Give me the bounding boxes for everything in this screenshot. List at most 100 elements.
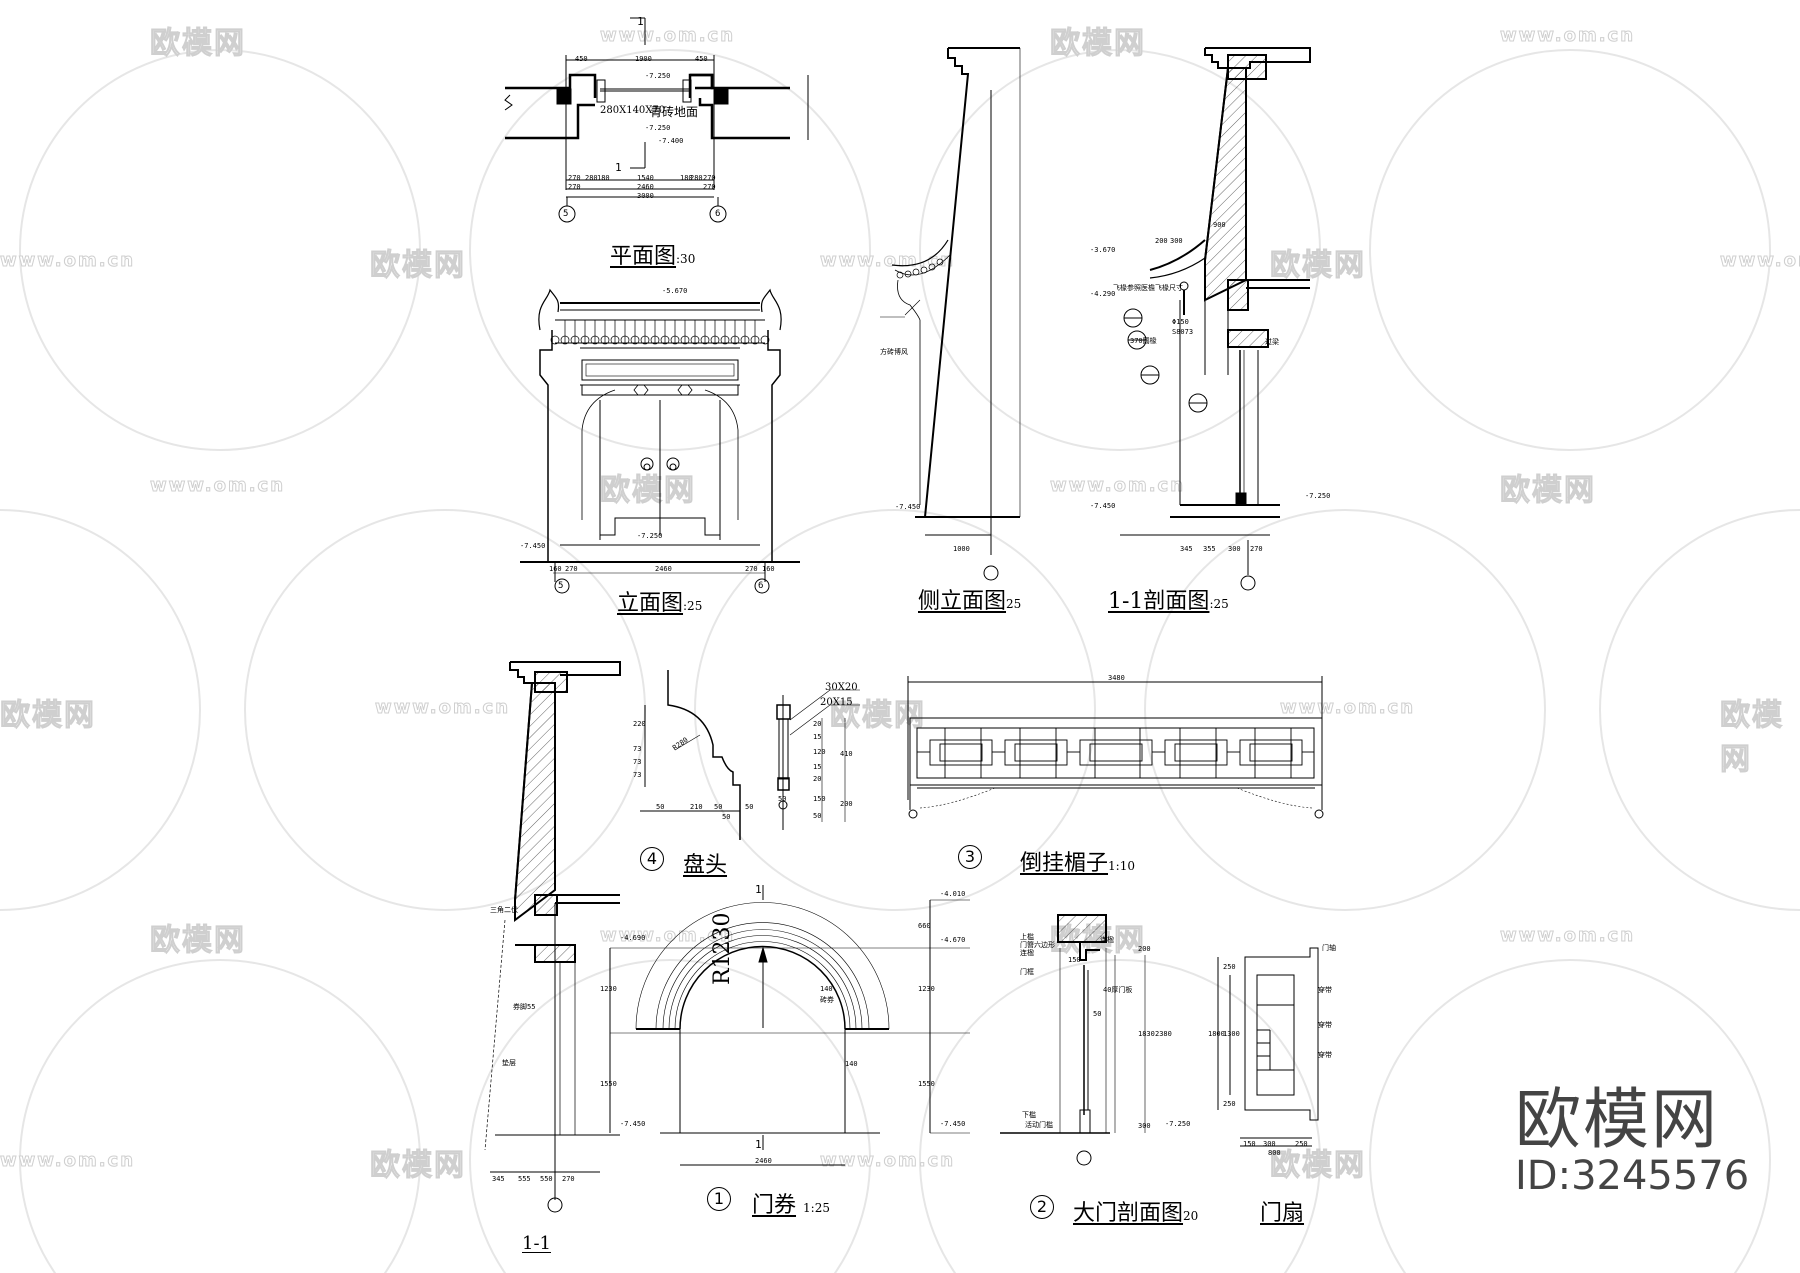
plan-dim: 450 xyxy=(575,55,588,63)
section-1-1-lower-title: 1-1 xyxy=(522,1233,551,1254)
section-dim: 300 xyxy=(1228,545,1241,553)
menquan-section-mark: 1 xyxy=(755,1138,762,1151)
plan-section-mark: 1 xyxy=(615,161,622,174)
asset-id: ID:3245576 xyxy=(1515,1153,1750,1199)
section-door-level: -7.250 xyxy=(1305,492,1331,500)
pantou-dim: 73 xyxy=(633,758,642,766)
watermark-brand: 欧模网 xyxy=(1500,473,1596,509)
watermark-url: www.om.cn xyxy=(1719,250,1800,272)
plan-drawing xyxy=(504,17,809,223)
watermark-brand: 欧模网 xyxy=(1270,248,1366,284)
pantou-dim: 50 xyxy=(656,803,665,811)
watermark-url: www.om.cn xyxy=(1049,475,1186,497)
watermark-url: www.om.cn xyxy=(374,697,511,719)
plan-dim: 3000 xyxy=(637,192,654,200)
menquan-section-mark: 1 xyxy=(755,883,762,896)
pantou-dim: 73 xyxy=(633,771,642,779)
pantou-detail-dim: 15 xyxy=(813,733,822,741)
gate-level: -7.250 xyxy=(1165,1120,1191,1128)
watermark-url: www.om.cn xyxy=(599,25,736,47)
watermark-url: www.om.cn xyxy=(819,1150,956,1172)
side-elevation-title: 侧立面图25 xyxy=(918,589,1022,614)
watermark-url: www.om.cn xyxy=(819,250,956,272)
gate-note: 活动门槛 xyxy=(1025,1121,1053,1129)
pantou-dim: 73 xyxy=(633,745,642,753)
elevation-drawing xyxy=(520,288,800,594)
section-dim: 355 xyxy=(1203,545,1216,553)
axis-6: 6 xyxy=(715,209,721,219)
gate-dim: 660 xyxy=(918,922,931,930)
watermark-brand: 欧模网 xyxy=(1050,26,1146,62)
door-leaf-dim: 1300 xyxy=(1223,1030,1240,1038)
axis-5: 5 xyxy=(558,581,564,591)
pantou-detail-dim: 50 xyxy=(778,795,787,803)
menquan-top-level: -4.690 xyxy=(620,934,646,942)
side-elevation-drawing xyxy=(880,47,1021,581)
pantou-number-badge: 4 xyxy=(640,847,664,871)
section-top-level: -3.670 xyxy=(1090,246,1116,254)
lower-section-dim: 345 xyxy=(492,1175,505,1183)
gate-section-title: 大门剖面图20 xyxy=(1073,1201,1199,1226)
menquan-ground-level: -7.450 xyxy=(620,1120,646,1128)
meizi-title: 倒挂楣子1:10 xyxy=(1020,851,1135,876)
watermark-brand: 欧模网 xyxy=(1270,1148,1366,1184)
watermark-url: www.om.cn xyxy=(0,250,136,272)
section-1-1-lower-drawing xyxy=(484,661,621,1213)
gate-dim: 150 xyxy=(1068,956,1081,964)
brand-stamp: 欧模网 ID:3245576 xyxy=(1515,1081,1750,1199)
watermark-url: www.om.cn xyxy=(1499,25,1636,47)
watermark-brand: 欧模网 xyxy=(370,248,466,284)
menquan-ring-note: 砖券 xyxy=(820,996,834,1004)
section-dim: 200 xyxy=(1155,237,1168,245)
menquan-dim: 1550 xyxy=(600,1080,617,1088)
door-leaf-dim: 250 xyxy=(1223,963,1236,971)
plan-dim: 270 xyxy=(703,174,716,182)
gate-dim: 200 xyxy=(1138,945,1151,953)
lower-section-note: 三角二伏 xyxy=(490,906,518,914)
section-dim: 345 xyxy=(1180,545,1193,553)
elevation-ground-level: -7.450 xyxy=(520,542,546,550)
gate-section-drawing xyxy=(929,899,1146,1166)
gate-level: -4.010 xyxy=(940,890,966,898)
meizi-dim: 3480 xyxy=(1108,674,1125,682)
pantou-detail-dim: 200 xyxy=(840,800,853,808)
lower-section-note: 垫层 xyxy=(502,1059,516,1067)
lower-section-dim: 550 xyxy=(540,1175,553,1183)
gate-dim: 50 xyxy=(1093,1010,1102,1018)
lower-section-dim: 555 xyxy=(518,1175,531,1183)
plan-dim: 270 xyxy=(568,174,581,182)
plan-dim: 1540 xyxy=(637,174,654,182)
watermark-url: www.om.cn xyxy=(599,925,736,947)
section-eave-level: -4.290 xyxy=(1090,290,1116,298)
pantou-title: 盘头 xyxy=(683,853,728,878)
door-leaf-note: 门轴 xyxy=(1322,944,1336,952)
watermark-brand: 欧模网 xyxy=(0,698,96,734)
gate-note: 门簪六边形 xyxy=(1020,941,1055,949)
section-1-1-title: 1-1剖面图:25 xyxy=(1108,589,1229,614)
plan-dim: 180 xyxy=(597,174,610,182)
side-elevation-ground-level: -7.450 xyxy=(895,503,921,511)
watermark-brand: 欧模网 xyxy=(830,698,926,734)
section-note: 过梁 xyxy=(1265,338,1279,346)
plan-dim: 280 xyxy=(690,174,703,182)
watermark-brand: 欧模网 xyxy=(370,1148,466,1184)
door-leaf-drawing xyxy=(1217,947,1319,1147)
gate-level: -7.450 xyxy=(940,1120,966,1128)
menquan-dim: 1230 xyxy=(600,985,617,993)
gate-note: 40厚门板 xyxy=(1103,986,1133,994)
gate-dim: 2380 xyxy=(1155,1030,1172,1038)
gate-note: 上槛 xyxy=(1020,933,1034,941)
brand-name: 欧模网 xyxy=(1515,1081,1719,1158)
elevation-title: 立面图:25 xyxy=(617,591,703,616)
pantou-detail-dim: 120 xyxy=(813,748,826,756)
section-note: Φ150 xyxy=(1172,318,1189,326)
pantou-dim: 50 xyxy=(745,803,754,811)
door-leaf-dim: 150 xyxy=(1243,1140,1256,1148)
pantou-detail-dim: 410 xyxy=(840,750,853,758)
gate-dim: 1550 xyxy=(918,1080,935,1088)
gate-dim: 1830 xyxy=(1138,1030,1155,1038)
menquan-dim: 2460 xyxy=(755,1157,772,1165)
plan-dim: 280 xyxy=(585,174,598,182)
